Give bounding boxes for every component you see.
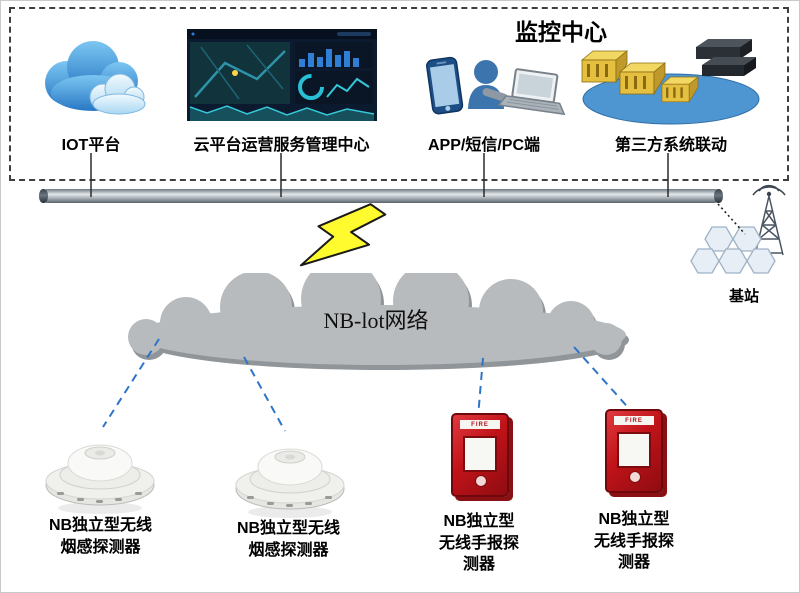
monitoring-center-box	[9, 7, 789, 181]
app-sms-pc-label: APP/短信/PC端	[427, 137, 541, 154]
yellow-server-cubes	[580, 50, 699, 103]
vent-slots	[247, 496, 332, 507]
phone-icon	[426, 56, 464, 115]
callpoint-label-line3: 测器	[617, 554, 650, 572]
callpoint-label-line2: 无线手报探	[438, 534, 519, 552]
smoke-label-line2: 烟感探测器	[60, 538, 141, 556]
manual-callpoint-1: FIRE	[451, 413, 509, 497]
smoke-label-line2: 烟感探测器	[248, 541, 329, 559]
callpoint-label-line3: 测器	[462, 556, 495, 574]
monitoring-center-title: 监控中心	[515, 19, 607, 45]
person-icon	[468, 60, 508, 109]
base-station-label: 基站	[728, 288, 759, 305]
smoke-detector-2-label: NB独立型无线 烟感探测器	[211, 518, 366, 561]
dashboard-screenshot	[187, 29, 377, 121]
fire-label: FIRE	[614, 416, 654, 425]
dark-server-boxes	[696, 39, 756, 76]
manual-callpoint-2-label: NB独立型 无线手报探 测器	[564, 509, 704, 574]
signal-arcs	[752, 184, 786, 196]
hex-cell-grid	[690, 226, 776, 274]
bus-right-cap	[714, 189, 723, 203]
bus-bar	[39, 189, 723, 203]
third-party-label: 第三方系统联动	[614, 137, 727, 154]
iot-platform-label: IOT平台	[61, 137, 121, 154]
smoke-detector-1	[45, 444, 155, 514]
app-sms-pc-icons	[426, 56, 566, 116]
callpoint-glass	[617, 432, 651, 468]
cloud-platform-label: 云平台运营服务管理中心	[193, 137, 370, 154]
callpoint-button	[475, 475, 487, 487]
third-party-system-icon	[580, 39, 760, 125]
callpoint-label-line2: 无线手报探	[593, 532, 674, 550]
front-cloud-shape	[89, 73, 146, 115]
base-station-icon	[690, 184, 786, 274]
vent-slots	[57, 492, 142, 503]
callpoint-label-line1: NB独立型	[598, 511, 670, 528]
antenna-tower	[754, 195, 784, 256]
smoke-label-line1: NB独立型无线	[236, 520, 341, 537]
callpoint-button	[629, 471, 641, 483]
callpoint-label-line1: NB独立型	[443, 513, 515, 530]
manual-callpoint-1-label: NB独立型 无线手报探 测器	[409, 511, 549, 576]
bus-left-cap	[39, 189, 48, 203]
manual-callpoint-2: FIRE	[605, 409, 663, 493]
iot-cloud-icon	[45, 41, 146, 115]
nbiot-network-label: NB-lot网络	[323, 308, 429, 333]
nbiot-network-cloud	[128, 273, 626, 365]
smoke-detector-2	[235, 448, 345, 518]
laptop-icon	[497, 68, 566, 116]
fire-label: FIRE	[460, 420, 500, 429]
callpoint-glass	[463, 436, 497, 472]
smoke-detector-1-label: NB独立型无线 烟感探测器	[23, 515, 178, 558]
smoke-label-line1: NB独立型无线	[48, 517, 153, 534]
